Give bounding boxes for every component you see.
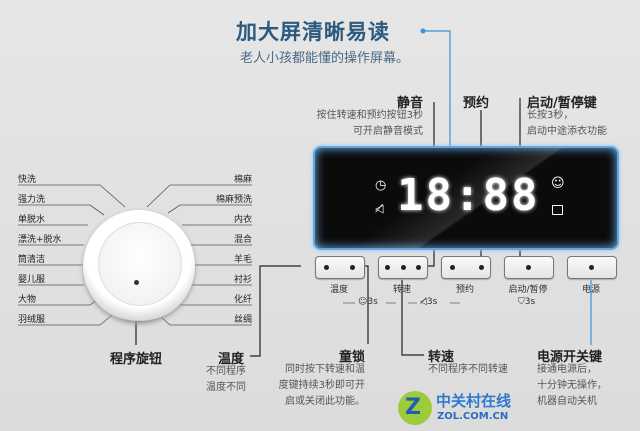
power-button[interactable] — [567, 256, 617, 279]
headline-subtitle: 老人小孩都能懂的操作屏幕。 — [240, 51, 410, 66]
speed-desc-line: 不同程序不同转速 — [428, 364, 508, 375]
program-left-0[interactable]: 快洗 — [18, 175, 37, 185]
mute-hint-text: 3s — [426, 297, 438, 307]
power-title: 电源开关键 — [537, 350, 603, 365]
watermark-en: ZOL.COM.CN — [437, 411, 509, 422]
start-desc-line: 启动中途添衣功能 — [527, 126, 607, 137]
mute-desc: 按住转速和预约按钮3秒 可开启静音模式 — [317, 108, 423, 140]
mute-title: 静音 — [396, 96, 423, 111]
temp-title: 温度 — [218, 352, 245, 367]
program-right-1[interactable]: 棉麻预洗 — [215, 195, 252, 205]
delay-title: 预约 — [463, 96, 490, 111]
power-desc-line: 接通电源后， — [537, 364, 597, 375]
smiley-icon: ☺ — [551, 176, 565, 191]
lock-title: 童锁 — [338, 350, 365, 365]
start-desc: 长按3秒， 启动中途添衣功能 — [527, 108, 607, 140]
delay-label: 预约 — [455, 285, 474, 295]
start-title: 启动/暂停键 — [527, 96, 597, 111]
program-right-0[interactable]: 棉麻 — [233, 175, 252, 185]
lcd-display: ◷ ◁̸ 18:88 ☺ — [313, 146, 619, 250]
power-desc-line: 十分钟无操作， — [537, 380, 607, 391]
program-left-5[interactable]: 婴儿服 — [18, 275, 46, 285]
mute-icon: ◁̸ — [375, 202, 384, 215]
knob-title: 程序旋钮 — [110, 352, 163, 367]
lock-desc-line: 启或关闭此功能。 — [285, 396, 365, 407]
program-knob-face[interactable] — [98, 222, 182, 306]
program-left-6[interactable]: 大物 — [18, 295, 37, 305]
lock-desc: 同时按下转速和温 度键持续3秒即可开 启或关闭此功能。 — [279, 362, 365, 410]
clock-icon: ◷ — [375, 178, 387, 193]
mute-hint: ◁̸3s — [420, 297, 437, 307]
start-pause-button[interactable] — [504, 256, 554, 279]
smiley-icon: ☺ — [358, 297, 368, 307]
lock-icon — [552, 205, 563, 215]
program-right-3[interactable]: 混合 — [233, 235, 252, 245]
delay-button[interactable] — [441, 256, 491, 279]
temperature-label: 温度 — [329, 285, 348, 295]
speed-desc: 不同程序不同转速 — [428, 362, 508, 378]
mute-desc-line: 可开启静音模式 — [353, 126, 423, 137]
program-left-7[interactable]: 羽绒服 — [18, 315, 46, 325]
spin-speed-button[interactable] — [378, 256, 428, 279]
mute-icon: ◁̸ — [420, 297, 427, 307]
mute-desc-line: 按住转速和预约按钮3秒 — [316, 110, 423, 121]
temp-desc: 不同程序 温度不同 — [206, 364, 246, 396]
zol-logo: Z — [398, 391, 432, 425]
speed-title: 转速 — [428, 350, 455, 365]
time-readout: 18:88 — [397, 170, 540, 221]
temp-desc-line: 温度不同 — [206, 382, 246, 393]
power-desc-line: 机器自动关机 — [537, 396, 597, 407]
add-clothes-hint: ⛉3s — [518, 297, 535, 307]
program-left-2[interactable]: 单脱水 — [18, 215, 46, 225]
program-right-4[interactable]: 羊毛 — [233, 255, 252, 265]
lock-hint-text: 3s — [367, 297, 378, 307]
program-right-7[interactable]: 丝绸 — [233, 315, 252, 325]
power-desc: 接通电源后， 十分钟无操作， 机器自动关机 — [537, 362, 607, 410]
program-left-3[interactable]: 漂洗+脱水 — [18, 235, 62, 245]
program-right-2[interactable]: 内衣 — [233, 215, 252, 225]
program-left-4[interactable]: 筒清洁 — [18, 255, 46, 265]
watermark-cn: 中关村在线 — [436, 392, 512, 410]
start-desc-line: 长按3秒， — [527, 110, 574, 121]
lock-hint: ☺3s — [358, 297, 378, 307]
knob-center-dot — [134, 280, 139, 285]
spin-speed-label: 转速 — [392, 285, 411, 295]
headline-title: 加大屏清晰易读 — [236, 20, 390, 44]
shirt-icon: ⛉ — [518, 297, 525, 307]
temp-desc-line: 不同程序 — [206, 366, 246, 377]
temperature-button[interactable] — [315, 256, 365, 279]
add-clothes-hint-text: 3s — [524, 297, 536, 307]
start-pause-label: 启动/暂停 — [508, 285, 548, 295]
power-label: 电源 — [581, 285, 600, 295]
program-right-6[interactable]: 化纤 — [233, 295, 252, 305]
program-right-5[interactable]: 衬衫 — [233, 275, 252, 285]
lock-desc-line: 度键持续3秒即可开 — [278, 380, 365, 391]
lock-desc-line: 同时按下转速和温 — [285, 364, 365, 375]
program-left-1[interactable]: 强力洗 — [18, 195, 46, 205]
